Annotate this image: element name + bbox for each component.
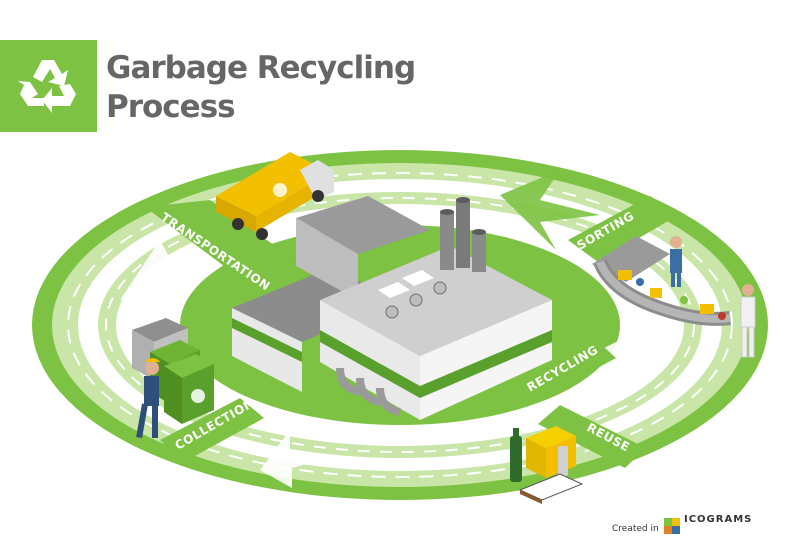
arrow-bottom-left bbox=[260, 430, 340, 488]
factory-icon bbox=[232, 196, 552, 420]
bottles-box-icon bbox=[510, 426, 576, 482]
worker-inspector-icon bbox=[740, 284, 756, 358]
book-icon bbox=[518, 473, 584, 504]
arrow-right-down bbox=[600, 330, 660, 390]
title-line-1: Garbage Recycling bbox=[106, 50, 415, 86]
arrow-left-up bbox=[120, 240, 190, 300]
recycle-logo bbox=[0, 40, 97, 132]
worker-sorting-icon bbox=[670, 236, 682, 287]
recycle-icon bbox=[18, 60, 76, 113]
brand-text: ICOGRAMS bbox=[684, 514, 752, 525]
worker-collector-icon bbox=[136, 358, 160, 439]
conveyor-belt-icon bbox=[592, 236, 731, 326]
garbage-truck-icon bbox=[216, 152, 334, 240]
flow-arrows bbox=[120, 170, 660, 488]
footer-credit: Created in ICOGRAMS bbox=[612, 514, 752, 534]
title-line-2: Process bbox=[106, 89, 235, 125]
icograms-logo-icon bbox=[664, 518, 680, 534]
arrow-top-right bbox=[500, 170, 600, 250]
credit-text: Created in bbox=[612, 524, 659, 534]
page-title: Garbage Recycling Process bbox=[106, 50, 416, 125]
